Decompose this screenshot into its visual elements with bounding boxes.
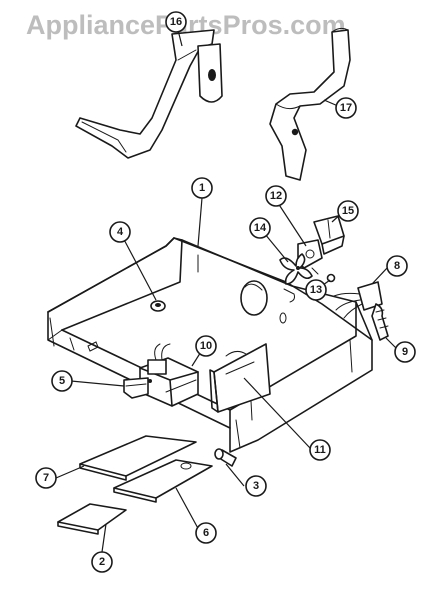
callout-8: 8 <box>386 255 408 277</box>
svg-text:1: 1 <box>199 182 205 194</box>
callout-4: 4 <box>109 221 131 243</box>
callout-13: 13 <box>305 279 327 301</box>
part-16-vent-duct-left <box>75 29 223 159</box>
part-7-filter-pad <box>79 435 197 481</box>
svg-text:12: 12 <box>270 190 282 202</box>
callout-7: 7 <box>35 467 57 489</box>
svg-text:14: 14 <box>254 222 267 234</box>
svg-text:7: 7 <box>43 472 49 484</box>
svg-text:17: 17 <box>340 102 352 114</box>
part-4-grommet <box>150 300 166 312</box>
part-3-connector <box>214 448 237 467</box>
leader-lines <box>55 25 399 553</box>
part-5-bracket <box>123 377 149 399</box>
part-6-filter-plate <box>113 459 213 503</box>
callout-2: 2 <box>91 551 113 573</box>
callout-1: 1 <box>191 177 213 199</box>
callout-10: 10 <box>195 335 217 357</box>
part-9-power-cord <box>371 303 389 341</box>
part-15-bracket-clip <box>313 215 345 255</box>
svg-text:4: 4 <box>117 226 124 238</box>
callout-6: 6 <box>195 522 217 544</box>
callout-5: 5 <box>51 370 73 392</box>
callout-3: 3 <box>245 475 267 497</box>
svg-text:15: 15 <box>342 205 354 217</box>
svg-text:2: 2 <box>99 556 105 568</box>
svg-text:13: 13 <box>310 284 322 296</box>
svg-text:3: 3 <box>253 480 259 492</box>
callout-11: 11 <box>309 439 331 461</box>
part-11-baffle-panel <box>209 343 271 413</box>
part-13-screw <box>326 273 336 283</box>
callout-12: 12 <box>265 185 287 207</box>
callout-14: 14 <box>249 217 271 239</box>
part-17-vent-duct-right <box>269 27 351 181</box>
svg-text:8: 8 <box>394 260 400 272</box>
svg-text:5: 5 <box>59 375 65 387</box>
callout-15: 15 <box>337 200 359 222</box>
part-8-terminal-block <box>333 281 383 319</box>
part-10-thermostat-assembly <box>139 343 199 407</box>
callout-9: 9 <box>394 341 416 363</box>
svg-text:9: 9 <box>402 346 408 358</box>
part-2-pad <box>57 503 127 535</box>
callout-16: 16 <box>165 11 187 33</box>
svg-text:10: 10 <box>200 340 212 352</box>
callout-17: 17 <box>335 97 357 119</box>
svg-text:16: 16 <box>170 16 182 28</box>
svg-text:6: 6 <box>203 527 209 539</box>
svg-text:11: 11 <box>314 444 326 456</box>
